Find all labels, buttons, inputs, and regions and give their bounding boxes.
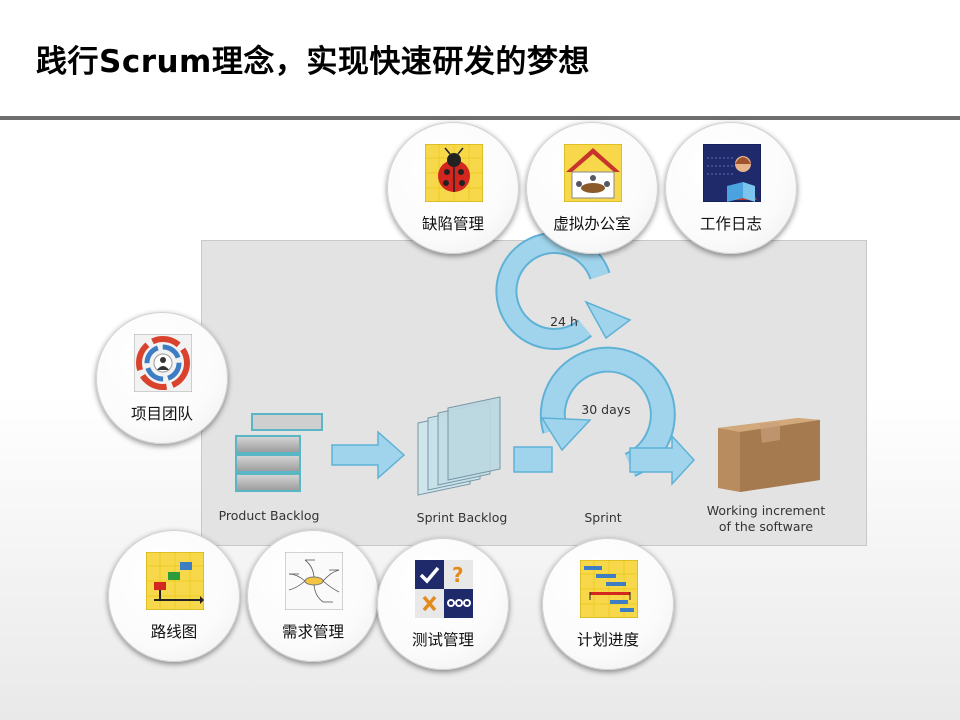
- module-virtual-office[interactable]: 虚拟办公室: [526, 122, 658, 254]
- gantt-icon: [580, 560, 638, 618]
- module-work-log[interactable]: 工作日志: [665, 122, 797, 254]
- increment-label-line2: of the software: [718, 519, 814, 534]
- sprint-backlog-sheets-icon: [417, 396, 501, 496]
- module-requirements[interactable]: 需求管理: [247, 530, 379, 662]
- test-grid-icon: ?: [415, 560, 473, 618]
- product-backlog-label: Product Backlog: [218, 508, 320, 523]
- module-label: 虚拟办公室: [553, 215, 631, 233]
- page-title: 践行Scrum理念，实现快速研发的梦想: [36, 44, 590, 80]
- module-label: 测试管理: [411, 631, 474, 649]
- module-schedule[interactable]: 计划进度: [542, 538, 674, 670]
- team-target-icon: [134, 334, 192, 392]
- module-label: 项目团队: [130, 405, 193, 423]
- increment-label-line1: Working increment: [706, 503, 826, 518]
- flow-arrow-1: [331, 430, 406, 480]
- mindmap-icon: [285, 552, 343, 610]
- product-backlog-stack-icon: [235, 413, 323, 492]
- module-roadmap[interactable]: 路线图: [108, 530, 240, 662]
- module-label: 计划进度: [576, 631, 639, 649]
- module-label: 路线图: [150, 623, 198, 641]
- software-box-icon: [718, 418, 820, 492]
- person-book-icon: [703, 144, 761, 202]
- sprint-label: Sprint: [584, 510, 622, 525]
- ladybug-icon: [425, 144, 483, 202]
- module-label: 需求管理: [281, 623, 344, 641]
- scrum-flow-panel: [201, 240, 867, 546]
- flow-arrow-2: [513, 446, 553, 473]
- sprint-cycle-icon: [539, 346, 696, 486]
- module-testing[interactable]: ? 测试管理: [377, 538, 509, 670]
- sprint-duration-label: 30 days: [581, 402, 631, 417]
- module-label: 工作日志: [699, 215, 762, 233]
- daily-cycle-label: 24 h: [550, 314, 578, 329]
- house-icon: [564, 144, 622, 202]
- module-project-team[interactable]: 项目团队: [96, 312, 228, 444]
- title-divider: [0, 116, 960, 120]
- roadmap-icon: [146, 552, 204, 610]
- sprint-backlog-label: Sprint Backlog: [416, 510, 508, 525]
- module-defect-management[interactable]: 缺陷管理: [387, 122, 519, 254]
- module-label: 缺陷管理: [421, 215, 484, 233]
- svg-text:?: ?: [452, 563, 464, 587]
